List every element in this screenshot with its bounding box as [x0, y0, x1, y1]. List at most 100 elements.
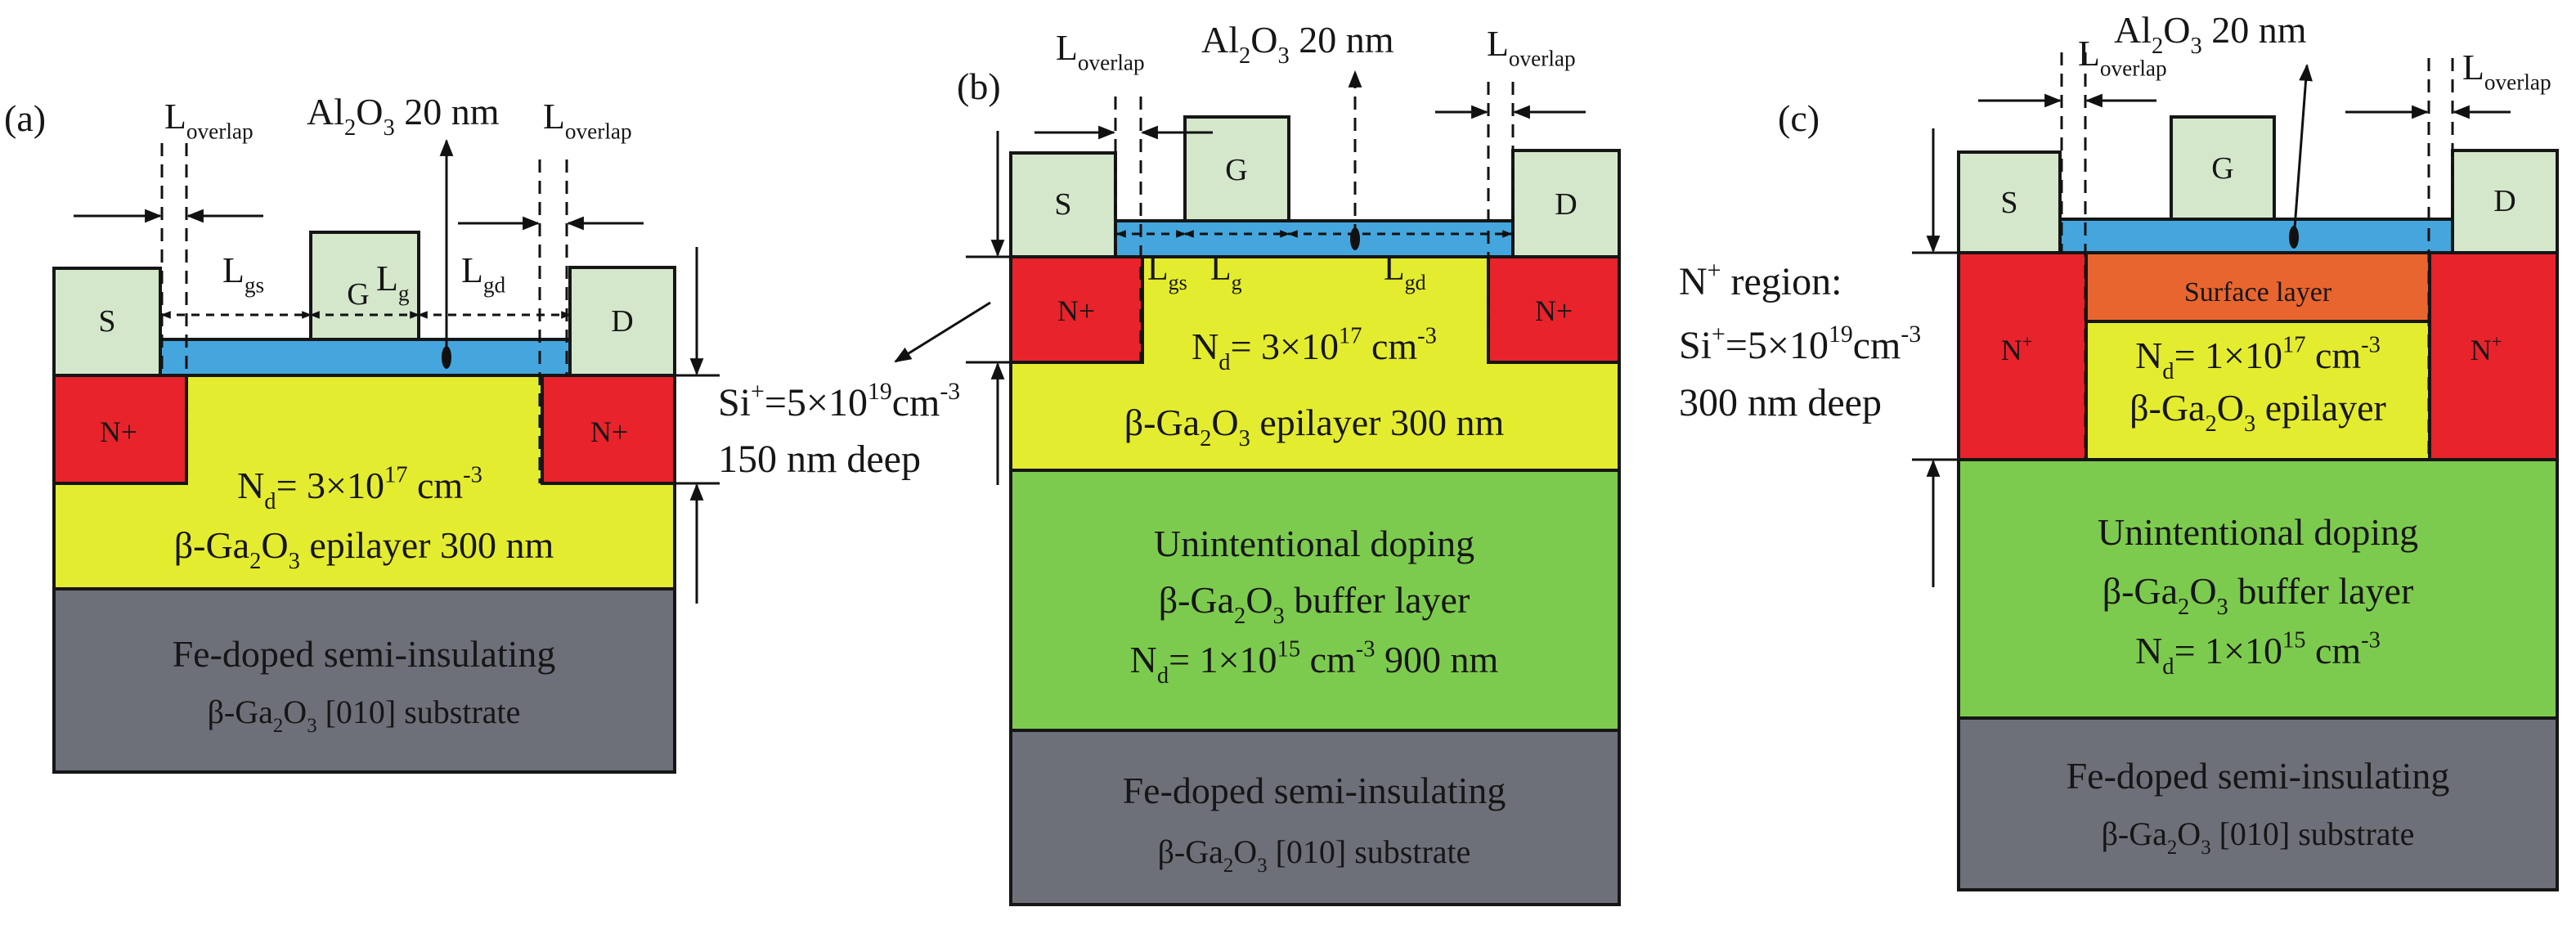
- subscript-text: g: [1232, 271, 1242, 294]
- implant-doping-label: Si+=5×1019cm-3: [1679, 321, 1921, 367]
- source-label: S: [2000, 186, 2017, 220]
- subscript-text: d: [1218, 350, 1230, 375]
- drain-label: D: [611, 304, 633, 339]
- subscript-text: 2: [2205, 411, 2216, 437]
- subscript-text: 2: [249, 549, 261, 574]
- text-run: N+: [1057, 294, 1095, 327]
- subscript-text: g: [398, 281, 410, 305]
- text-run: [010] substrate: [1268, 833, 1471, 870]
- loverlap-left-label: Loverlap: [1056, 28, 1145, 74]
- nplus-region-right: [1487, 255, 1621, 364]
- text-run: L: [222, 250, 245, 290]
- text-run: cm: [1300, 639, 1356, 680]
- text-run: Surface layer: [2184, 277, 2332, 308]
- subscript-text: 3: [307, 715, 316, 737]
- buffer-label-line2: β-Ga2O3 buffer layer: [2103, 570, 2414, 620]
- text-run: G: [2211, 151, 2233, 186]
- text-run: β-Ga: [1124, 402, 1200, 443]
- text-run: Si: [718, 381, 751, 424]
- text-run: O: [261, 524, 288, 566]
- loverlap-right-label: Loverlap: [2462, 47, 2551, 94]
- superscript-text: 15: [1277, 637, 1301, 662]
- subscript-text: 3: [1239, 426, 1250, 451]
- text-run: O: [1233, 833, 1257, 870]
- text-run: N: [1679, 260, 1708, 303]
- text-run: L: [376, 258, 398, 299]
- subscript-text: gs: [1169, 271, 1187, 294]
- text-run: G: [347, 277, 369, 312]
- text-run: L: [1384, 250, 1405, 288]
- subscript-text: 3: [1278, 43, 1290, 69]
- substrate-layer: [1009, 729, 1621, 906]
- text-run: O: [2177, 815, 2201, 852]
- superscript-text: -3: [940, 378, 960, 405]
- implant-depth-label: 300 nm deep: [1679, 381, 1882, 424]
- gate-label: G: [347, 277, 369, 312]
- text-run: epilayer 300 nm: [1250, 402, 1505, 443]
- text-run: β-Ga: [1159, 579, 1234, 621]
- text-run: D: [2493, 184, 2515, 218]
- epilayer-doping-label: Nd= 1×1017 cm-3: [2135, 333, 2381, 384]
- subscript-text: 2: [1223, 855, 1233, 877]
- subscript-text: 2: [344, 115, 356, 141]
- subscript-text: overlap: [2484, 70, 2551, 94]
- oxide-layer: [1114, 219, 1515, 258]
- subscript-text: overlap: [1078, 50, 1145, 74]
- subscript-text: 3: [289, 549, 300, 574]
- text-run: L: [1056, 28, 1078, 68]
- superscript-text: +: [1708, 257, 1721, 284]
- text-run: N+: [590, 415, 628, 448]
- panel-a: (a) Loverlap Al2O3 20 nm Loverlap S G D …: [4, 91, 960, 774]
- lgs-label: Lgs: [1147, 250, 1187, 294]
- text-run: 20 nm: [1290, 19, 1394, 61]
- oxide-pointer-dot: [1350, 227, 1360, 250]
- text-run: = 1×10: [2174, 335, 2282, 376]
- superscript-text: 17: [1339, 324, 1362, 349]
- source-label: S: [98, 304, 115, 339]
- text-run: cm: [892, 381, 940, 424]
- nplus-region-left: [1957, 251, 2088, 461]
- text-run: (b): [957, 65, 1001, 107]
- text-run: O: [283, 694, 307, 730]
- text-run: N+: [1535, 294, 1573, 327]
- loverlap-left-label: Loverlap: [2078, 34, 2167, 80]
- text-run: S: [2000, 186, 2017, 220]
- subscript-text: 2: [2167, 837, 2177, 859]
- text-run: L: [543, 97, 565, 137]
- subscript-text: gd: [1405, 271, 1426, 294]
- epilayer-label: β-Ga2O3 epilayer 300 nm: [174, 524, 554, 574]
- implant-doping-label: Si+=5×1019cm-3: [718, 378, 960, 424]
- text-run: Al: [1201, 19, 1239, 61]
- panel-label: (a): [4, 97, 46, 139]
- text-run: O: [356, 91, 383, 132]
- substrate-label-line2: β-Ga2O3 [010] substrate: [2102, 815, 2415, 859]
- text-run: cm: [1853, 324, 1901, 367]
- subscript-text: 3: [2191, 34, 2202, 59]
- substrate-label-line1: Fe-doped semi-insulating: [1123, 770, 1506, 811]
- lgd-label: Lgd: [461, 250, 506, 297]
- subscript-text: overlap: [1509, 46, 1576, 70]
- lgs-label: Lgs: [222, 250, 264, 297]
- drain-label: D: [2493, 184, 2515, 218]
- nplus-right-label: N+: [2471, 331, 2502, 366]
- text-run: = 1×10: [2174, 630, 2282, 671]
- subscript-text: overlap: [186, 119, 254, 143]
- text-run: buffer layer: [1285, 579, 1470, 621]
- text-run: region:: [1721, 260, 1842, 303]
- text-run: S: [98, 304, 115, 339]
- text-run: Unintentional doping: [2098, 511, 2418, 553]
- text-run: Fe-doped semi-insulating: [173, 633, 556, 675]
- subscript-text: 3: [2217, 595, 2228, 620]
- text-run: Unintentional doping: [1154, 523, 1474, 564]
- superscript-text: +: [1712, 321, 1726, 348]
- nplus-left-label: N+: [2001, 331, 2033, 366]
- oxide-layer: [159, 338, 572, 377]
- epilayer-doping-label: Nd= 3×1017 cm-3: [237, 463, 482, 514]
- text-run: 900 nm: [1376, 639, 1499, 680]
- superscript-text: 19: [868, 378, 892, 405]
- subscript-text: overlap: [565, 119, 632, 143]
- implant-depth-label: 150 nm deep: [718, 438, 921, 481]
- text-run: cm: [2305, 335, 2361, 376]
- panel-label: (c): [1778, 97, 1820, 139]
